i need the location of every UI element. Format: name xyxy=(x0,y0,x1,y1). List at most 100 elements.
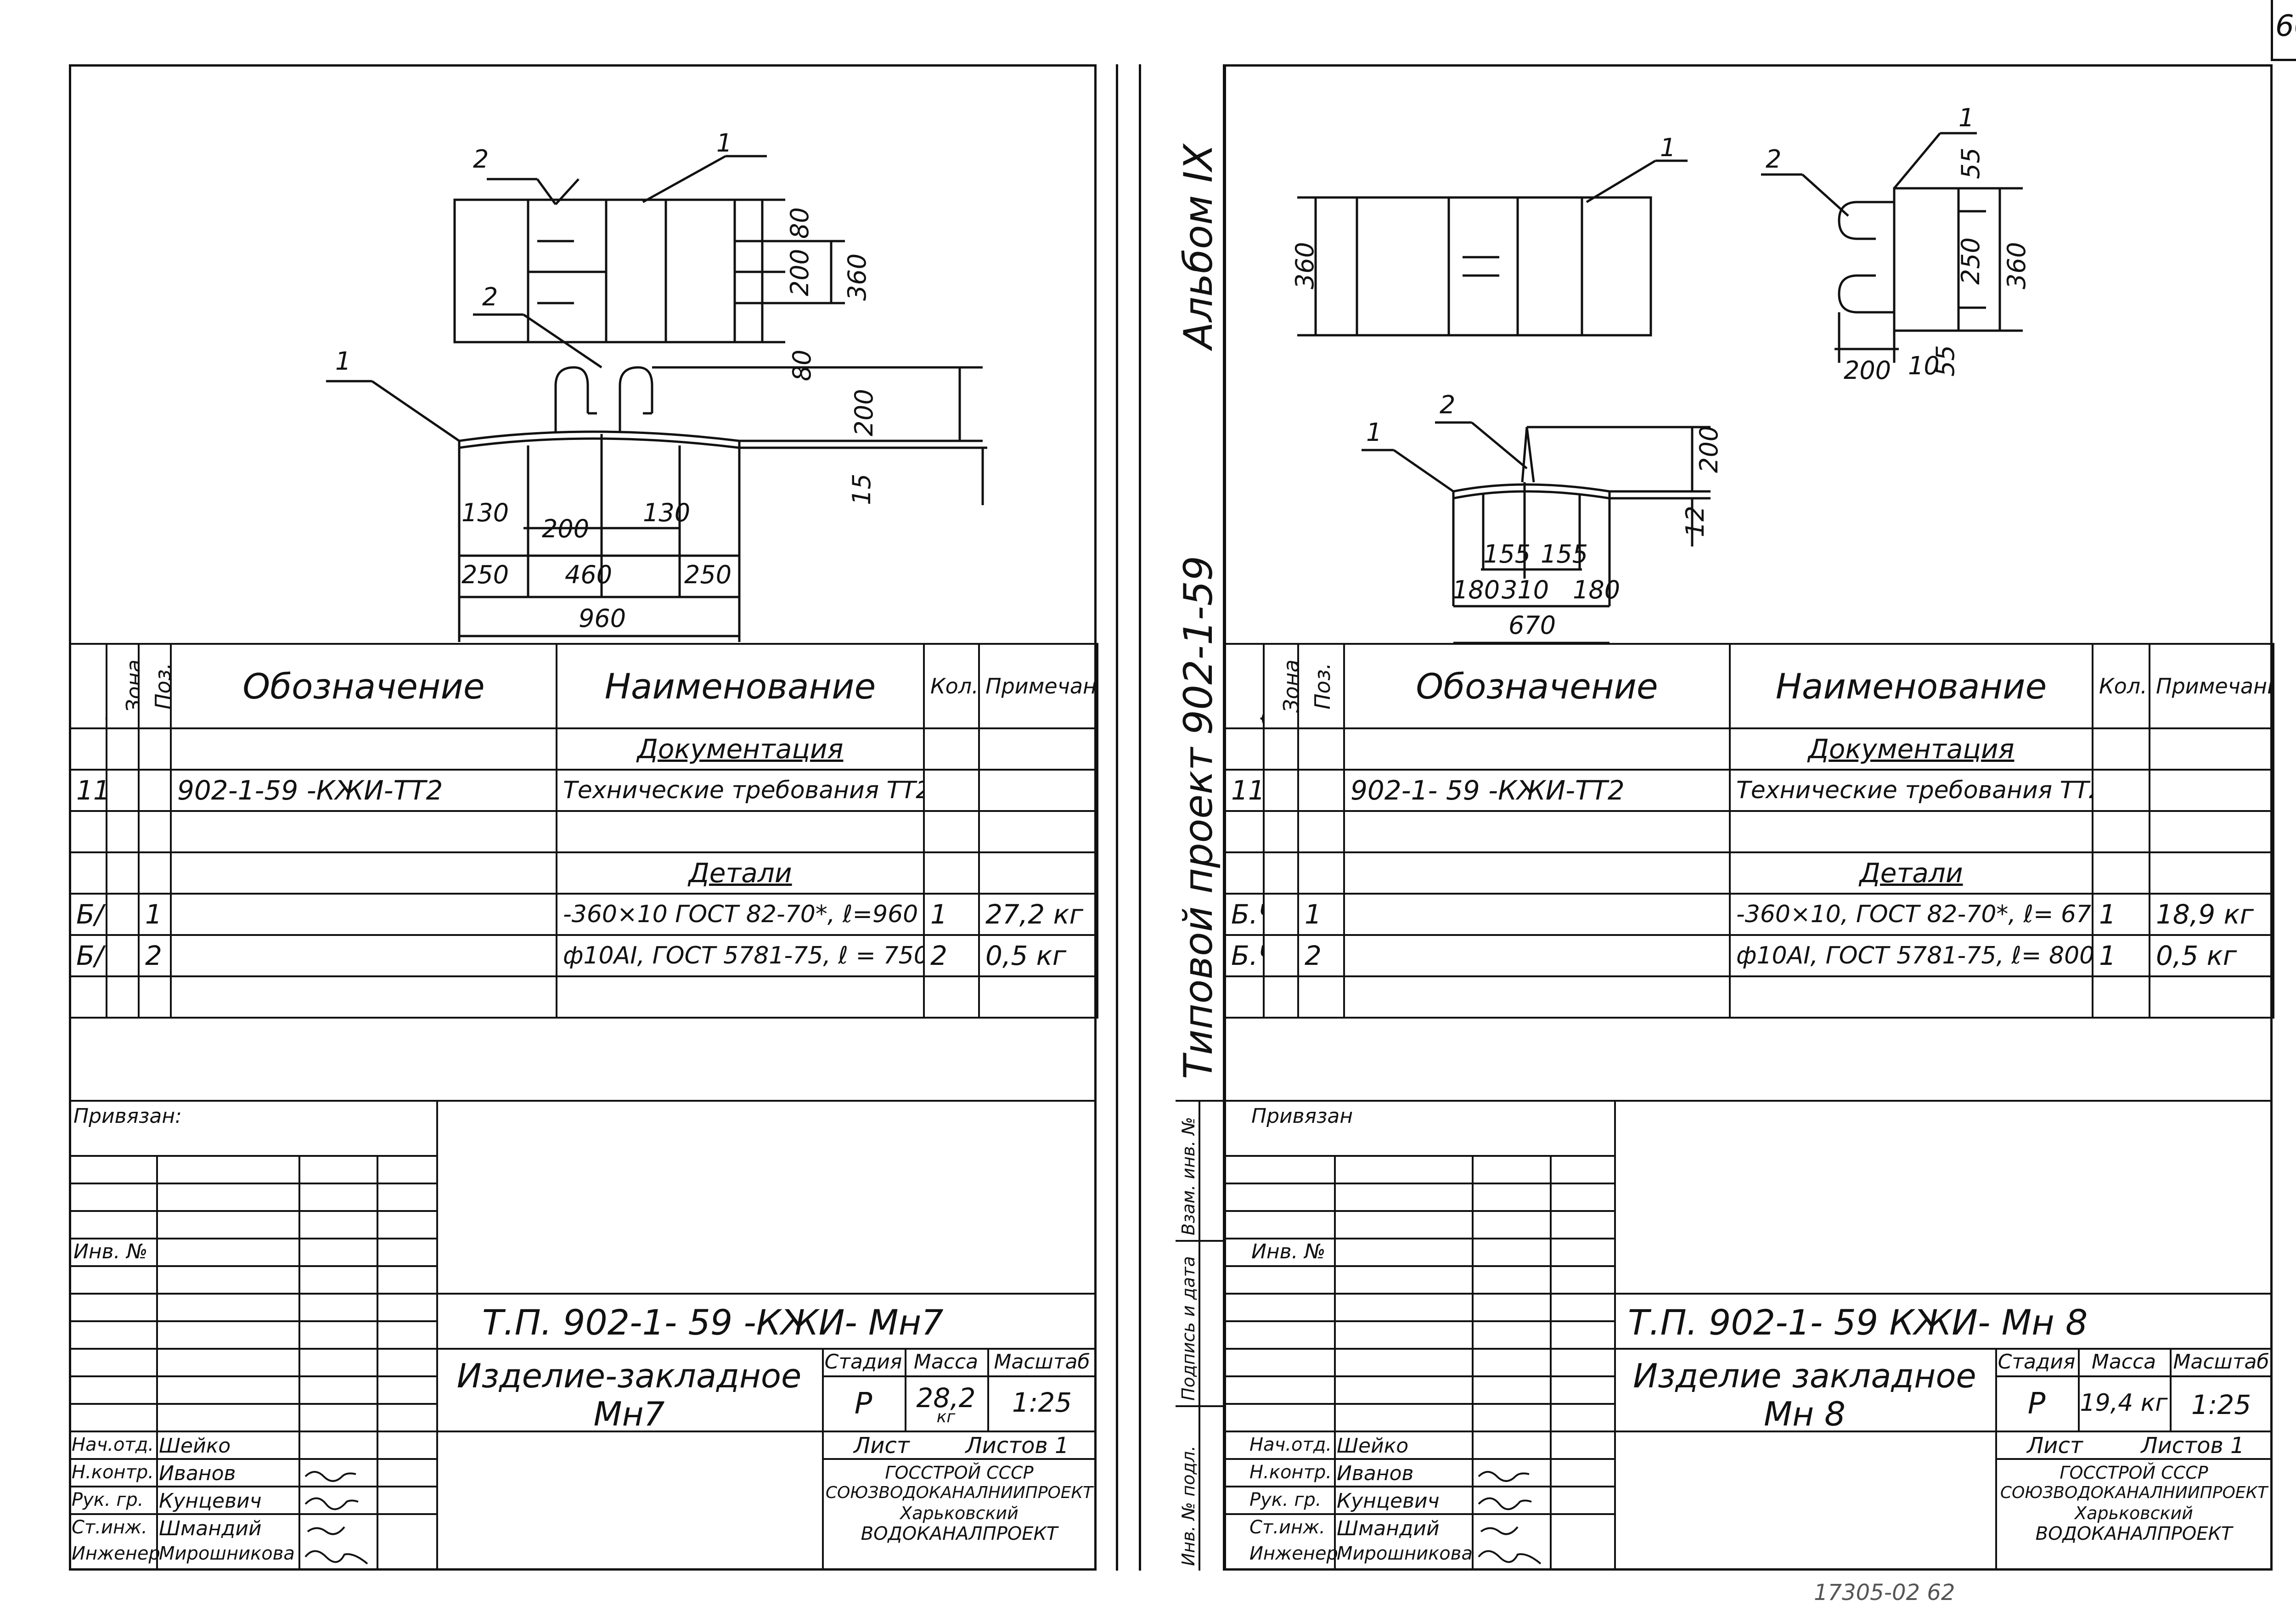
dim-200: 200 xyxy=(1694,425,1723,473)
dim-360: 360 xyxy=(843,253,872,301)
right-drawing-code: Т.П. 902-1- 59 КЖИ- Мн 8 xyxy=(1628,1302,2088,1343)
privyazan-label: Привязан xyxy=(1251,1104,1353,1128)
role-name: Шейко xyxy=(159,1434,231,1458)
sheet-label: Лист xyxy=(854,1433,910,1459)
dim-200: 200 xyxy=(850,389,878,436)
role-name: Шмандий xyxy=(159,1517,262,1540)
dim-250: 250 xyxy=(1956,237,1985,285)
center-rule xyxy=(1139,64,1141,1571)
dim-250: 250 xyxy=(684,560,732,589)
role-name: Мирошникова xyxy=(1337,1543,1473,1564)
role-name: Кунцевич xyxy=(1337,1489,1440,1513)
left-drawing-lines xyxy=(326,155,987,642)
dim-80: 80 xyxy=(785,207,814,239)
role-label: Н.контр. xyxy=(1249,1462,1332,1483)
left-item-name: Изделие-закладное Мн7 xyxy=(456,1357,802,1433)
signature-icon xyxy=(1478,1471,1542,1565)
project-label: Типовой проект 902-1-59 xyxy=(1176,556,1221,1079)
section-details: Детали xyxy=(1729,851,2093,895)
role-name: Шейко xyxy=(1337,1434,1409,1458)
col-format: Формат xyxy=(1224,643,1265,729)
org-line: ГОССТРОЙ СССР xyxy=(2060,1463,2208,1483)
role-label: Рук. гр. xyxy=(1249,1489,1322,1510)
scale-value: 1:25 xyxy=(1012,1387,1072,1418)
dim-155: 155 xyxy=(1483,540,1531,569)
inv-label: Инв. № xyxy=(73,1240,148,1263)
dim-55: 55 xyxy=(1931,345,1960,377)
left-drawing-code: Т.П. 902-1- 59 -КЖИ- Мн7 xyxy=(482,1302,944,1343)
col-name: Наименование xyxy=(1729,643,2093,729)
dim-200: 200 xyxy=(542,514,590,543)
left-drawing: 2 1 2 1 80 200 360 80 200 15 130 200 130… xyxy=(69,64,1097,643)
role-name: Мирошникова xyxy=(159,1543,295,1564)
dim-200: 200 xyxy=(785,248,814,296)
sheets-label: Листов 1 xyxy=(2141,1433,2245,1459)
stage-label: Стадия xyxy=(1998,1350,2076,1374)
col-pos: Поз. xyxy=(1297,643,1345,729)
inv-podl-label: Инв. № подл. xyxy=(1178,1445,1199,1566)
right-item-name: Изделие закладное Мн 8 xyxy=(1633,1357,1976,1433)
corner-rule xyxy=(2271,0,2273,60)
col-name: Наименование xyxy=(556,643,925,729)
signature-icon xyxy=(304,1471,368,1565)
right-drawing-lines xyxy=(1297,132,2023,643)
bottom-archive-code: 17305-02 62 xyxy=(1814,1580,1955,1605)
org-line: ВОДОКАНАЛПРОЕКТ xyxy=(2035,1523,2233,1544)
pos-label-1: 1 xyxy=(1660,133,1676,162)
section-details: Детали xyxy=(556,851,925,895)
pos-label-2: 2 xyxy=(473,145,489,174)
col-pos: Поз. xyxy=(138,643,172,729)
role-label: Нач.отд. xyxy=(72,1434,154,1455)
role-label: Инженер xyxy=(1249,1543,1338,1564)
role-label: Нач.отд. xyxy=(1249,1434,1332,1455)
role-label: Инженер xyxy=(72,1543,160,1564)
col-designation: Обозначение xyxy=(1343,643,1731,729)
dim-250: 250 xyxy=(461,560,509,589)
role-label: Рук. гр. xyxy=(72,1489,144,1510)
center-rule xyxy=(1116,64,1118,1571)
pos-label-1: 1 xyxy=(1366,418,1382,447)
sheets-label: Листов 1 xyxy=(965,1433,1069,1459)
stage-label: Стадия xyxy=(824,1350,902,1374)
mass-unit: кг xyxy=(936,1408,956,1426)
scale-value: 1:25 xyxy=(2191,1389,2251,1420)
role-name: Иванов xyxy=(159,1462,236,1485)
col-note: Примечание xyxy=(2149,643,2274,729)
right-spec-table: Формат Зона Поз. Обозначение Наименовани… xyxy=(1224,643,2274,1019)
org-line: ВОДОКАНАЛПРОЕКТ xyxy=(861,1523,1058,1544)
dim-130: 130 xyxy=(461,498,509,527)
org-line: СОЮЗВОДОКАНАЛНИИПРОЕКТ xyxy=(825,1483,1093,1502)
privyazan-label: Привязан: xyxy=(73,1104,182,1128)
pos-label-1: 1 xyxy=(716,129,732,158)
org-line: ГОССТРОЙ СССР xyxy=(885,1463,1034,1483)
dim-180: 180 xyxy=(1452,575,1500,604)
pos-label-2: 2 xyxy=(1440,390,1456,419)
mass-value: 19,4 кг xyxy=(2080,1389,2168,1417)
dim-10: 10 xyxy=(1908,351,1940,380)
pos-label-1: 1 xyxy=(1958,103,1975,132)
pos-label-1: 1 xyxy=(335,347,351,376)
scale-label: Масштаб xyxy=(2173,1350,2269,1374)
left-spec-table: Формат Зона Поз. Обозначение Наименовани… xyxy=(69,643,1098,1019)
role-label: Ст.инж. xyxy=(1249,1517,1325,1538)
dim-155: 155 xyxy=(1541,540,1588,569)
sheet-label: Лист xyxy=(2027,1433,2083,1459)
col-qty: Кол. xyxy=(2092,643,2150,729)
col-qty: Кол. xyxy=(923,643,980,729)
dim-80: 80 xyxy=(788,349,816,381)
role-name: Кунцевич xyxy=(159,1489,262,1513)
col-zone: Зона xyxy=(1263,643,1299,729)
sign-date-label: Подпись и дата xyxy=(1178,1256,1199,1401)
stage-value: Р xyxy=(2027,1387,2046,1421)
mass-label: Масса xyxy=(2091,1350,2156,1374)
dim-55: 55 xyxy=(1956,147,1985,179)
dim-130: 130 xyxy=(643,498,691,527)
dim-460: 460 xyxy=(565,560,613,589)
mass-value: 28,2 xyxy=(916,1382,976,1414)
corner-rule xyxy=(2271,59,2296,61)
